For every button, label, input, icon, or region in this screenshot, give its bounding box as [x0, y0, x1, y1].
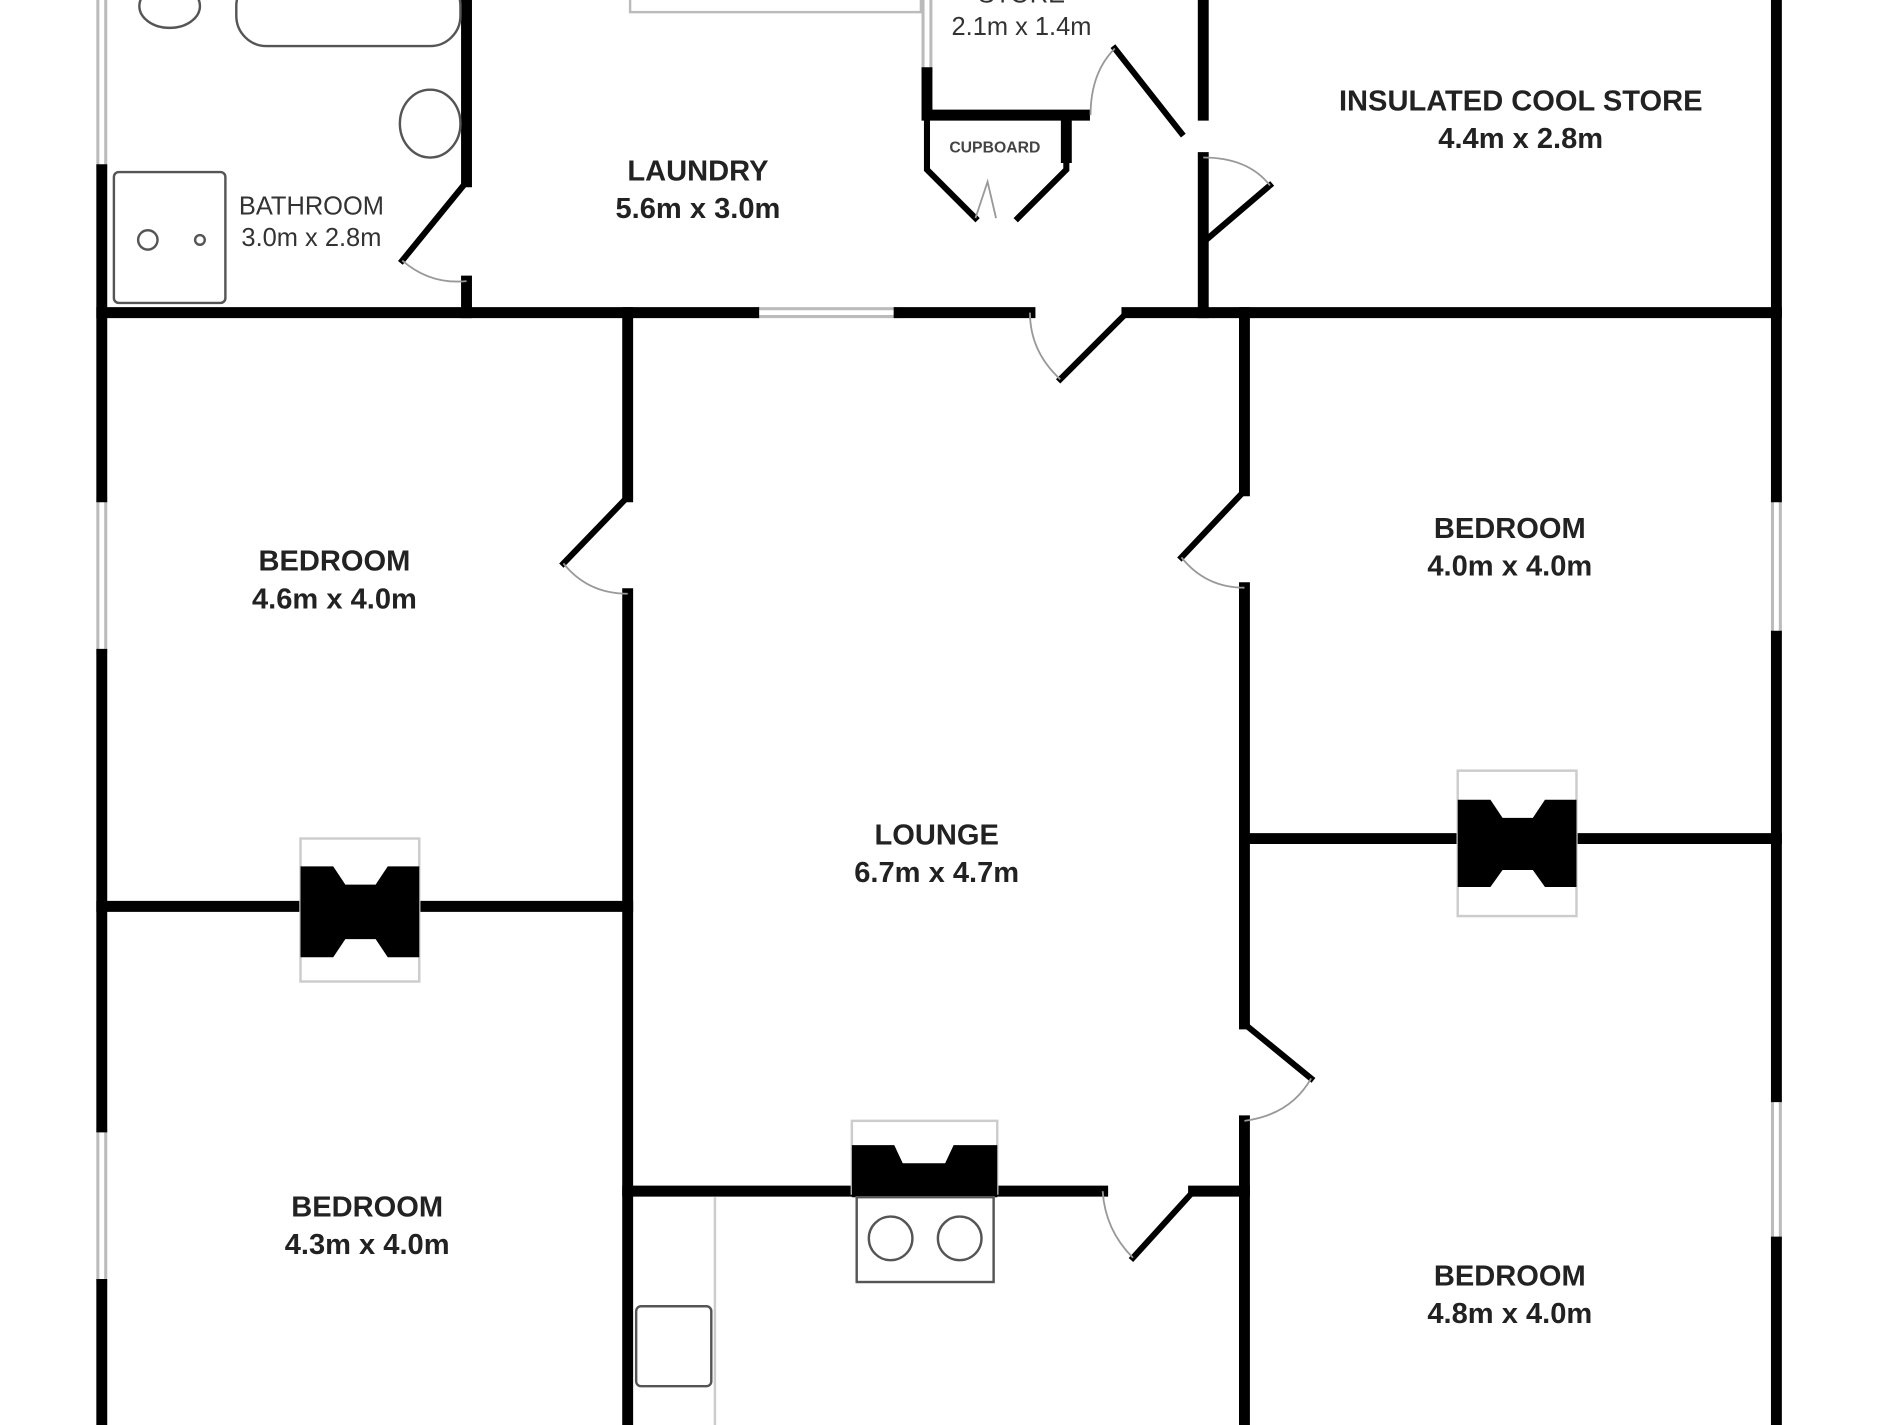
cool-store-size: 4.4m x 2.8m [1438, 123, 1603, 155]
bedroom-bottom-left-name: BEDROOM [291, 1192, 443, 1224]
lounge-size: 6.7m x 4.7m [854, 857, 1019, 889]
doors [398, 44, 1316, 1263]
walls [96, 0, 1782, 1425]
store-size: 2.1m x 1.4m [952, 13, 1092, 41]
bedroom-top-right-size: 4.0m x 4.0m [1427, 551, 1592, 583]
bedroom-top-left-name: BEDROOM [259, 546, 411, 578]
fireplace-icon [850, 1119, 999, 1198]
laundry-name: LAUNDRY [627, 156, 768, 188]
bathroom-name: BATHROOM [239, 192, 384, 220]
fireplace-icon [1456, 769, 1578, 918]
room-labels: STORE 2.1m x 1.4m CUPBOARD BATHROOM 3.0m… [239, 0, 1703, 1330]
bathroom-size: 3.0m x 2.8m [241, 224, 381, 252]
sink-icon [634, 1305, 713, 1388]
windows [96, 0, 1782, 1285]
bedroom-bottom-left-size: 4.3m x 4.0m [285, 1229, 450, 1261]
bedroom-top-left-size: 4.6m x 4.0m [252, 583, 417, 615]
cool-store-name: INSULATED COOL STORE [1339, 85, 1703, 117]
stove-icon [855, 1195, 995, 1284]
bedroom-top-right-name: BEDROOM [1434, 513, 1586, 545]
bedroom-bottom-right-name: BEDROOM [1434, 1261, 1586, 1293]
fixtures [112, 0, 1578, 1425]
store-name: STORE [978, 0, 1065, 8]
shower-icon [112, 170, 227, 305]
bathtub-icon [235, 0, 462, 48]
toilet-icon [138, 0, 202, 30]
laundry-size: 5.6m x 3.0m [616, 193, 781, 225]
fireplace-icon [299, 837, 421, 983]
basin-icon [398, 88, 462, 159]
cupboard-label: CUPBOARD [949, 140, 1040, 157]
lounge-name: LOUNGE [874, 820, 998, 852]
bedroom-bottom-right-size: 4.8m x 4.0m [1427, 1298, 1592, 1330]
